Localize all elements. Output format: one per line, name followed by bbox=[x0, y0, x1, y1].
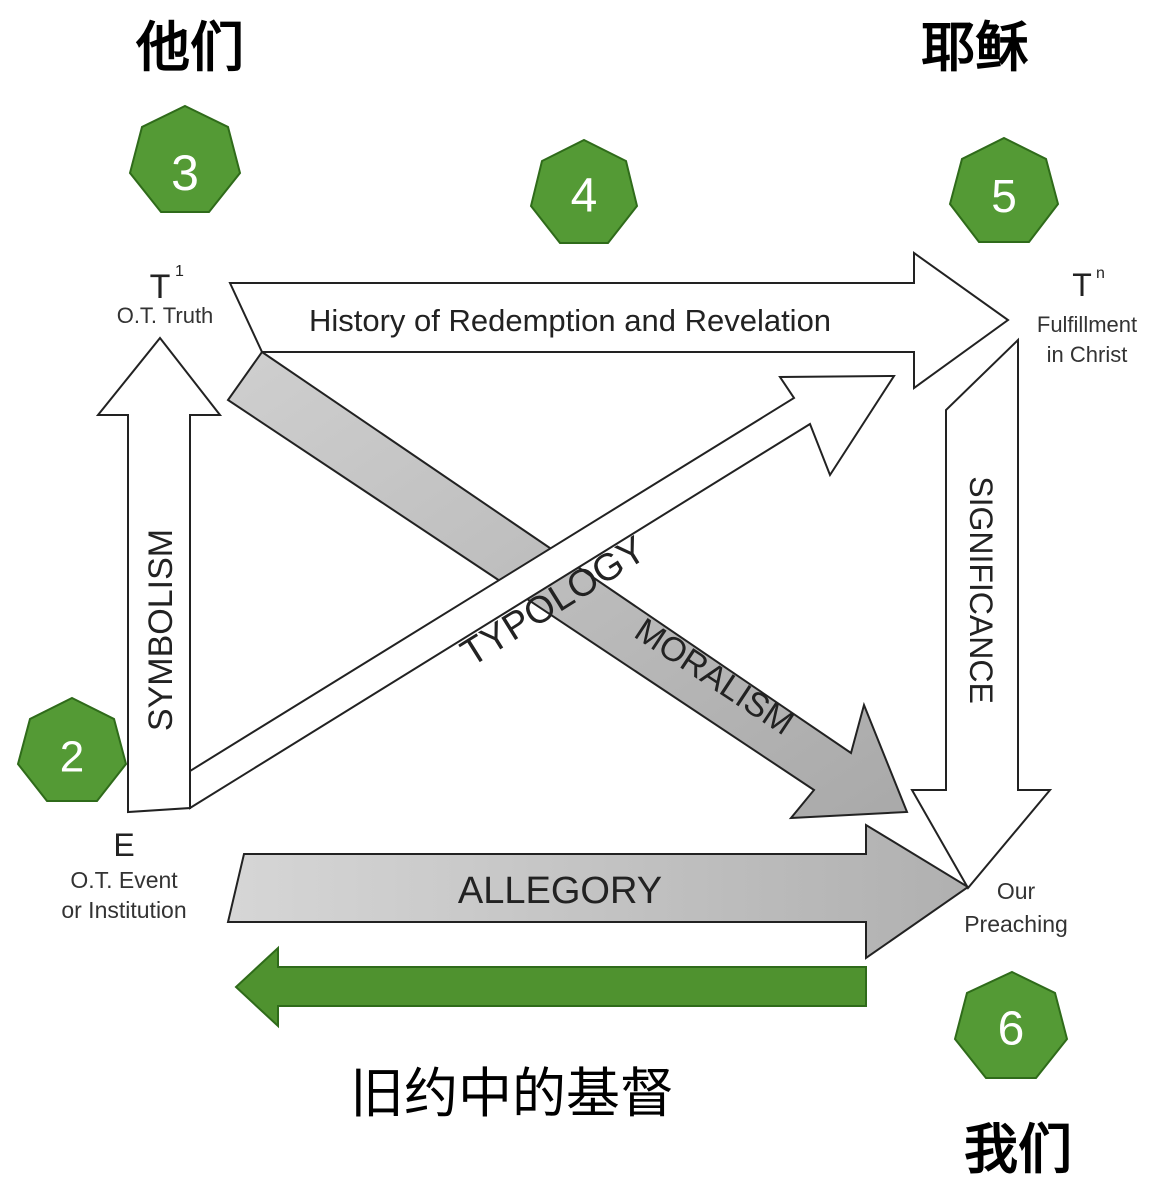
badge-number: 2 bbox=[60, 733, 84, 782]
heading-jesus: 耶稣 bbox=[921, 16, 1029, 79]
node-tn-caption-line2: in Christ bbox=[1047, 342, 1128, 367]
symbolism-arrow: SYMBOLISM bbox=[95, 336, 223, 814]
allegory-arrow: ALLEGORY bbox=[226, 823, 970, 960]
history-label: History of Redemption and Revelation bbox=[309, 303, 831, 338]
node-tn-symbol: T bbox=[1072, 267, 1092, 303]
allegory-label: ALLEGORY bbox=[458, 870, 662, 912]
symbolism-label: SYMBOLISM bbox=[142, 529, 180, 731]
node-t1-caption: O.T. Truth bbox=[117, 303, 214, 328]
significance-label: SIGNIFICANCE bbox=[963, 476, 999, 704]
node-e-symbol: E bbox=[113, 827, 134, 863]
heading-us: 我们 bbox=[964, 1118, 1072, 1178]
step-badge-2: 2 bbox=[16, 696, 128, 802]
history-arrow: History of Redemption and Revelation bbox=[228, 251, 1010, 390]
heading-them: 他们 bbox=[135, 16, 244, 79]
node-t1-superscript: 1 bbox=[175, 263, 184, 280]
step-badge-6: 6 bbox=[953, 970, 1069, 1079]
badge-number: 6 bbox=[998, 1003, 1025, 1056]
caption-christ-in-ot: 旧约中的基督 bbox=[350, 1062, 674, 1125]
badge-number: 5 bbox=[991, 170, 1017, 222]
node-tn-superscript: n bbox=[1096, 265, 1105, 282]
node-t1-symbol: T bbox=[150, 268, 171, 306]
step-badge-3: 3 bbox=[128, 104, 242, 213]
node-tn-caption-line1: Fulfillment bbox=[1037, 312, 1137, 337]
badge-number: 4 bbox=[571, 170, 598, 223]
step-badge-4: 4 bbox=[529, 138, 639, 244]
node-preaching-caption-line1: Our bbox=[997, 878, 1036, 904]
step-badge-5: 5 bbox=[948, 136, 1060, 243]
node-preaching-caption-line2: Preaching bbox=[964, 911, 1068, 937]
node-e-caption-line1: O.T. Event bbox=[70, 867, 178, 893]
significance-arrow: SIGNIFICANCE bbox=[910, 337, 1053, 890]
node-e-caption-line2: or Institution bbox=[61, 897, 186, 923]
badge-number: 3 bbox=[171, 145, 199, 201]
green-return-arrow bbox=[234, 945, 867, 1029]
